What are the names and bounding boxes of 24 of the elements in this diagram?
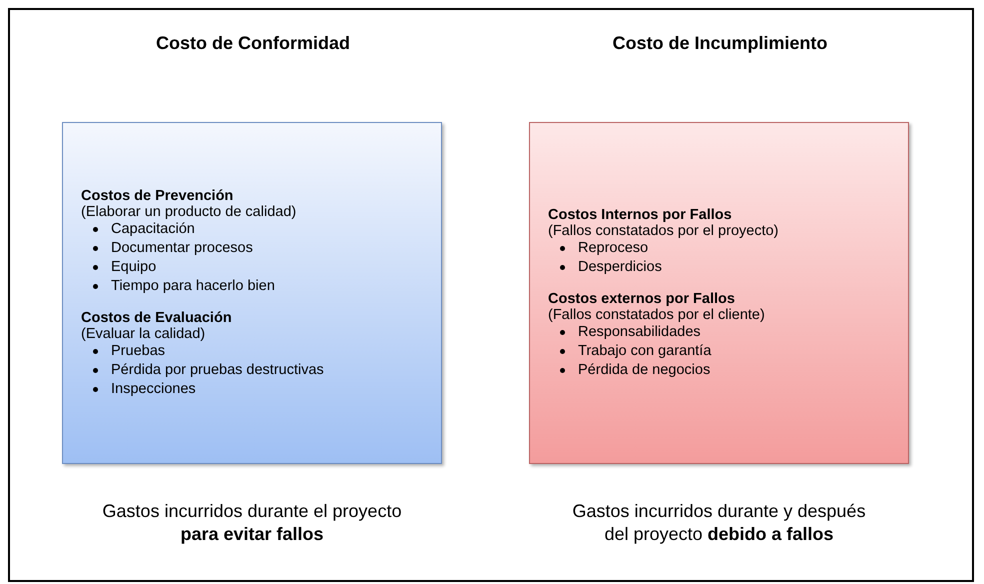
column-heading: Costo de Conformidad (155, 33, 351, 54)
description-text: Gastos incurridos durante y después del proyecto debido a fallos (571, 500, 867, 546)
list-item: Inspecciones (111, 380, 196, 398)
list-item: Documentar procesos (111, 238, 253, 258)
list-item: Equipo (111, 258, 156, 276)
list-item: Capacitación (111, 220, 195, 238)
list-item: Pérdida por pruebas destructivas (111, 360, 324, 380)
section-heading: Costos externos por Fallos (548, 290, 735, 306)
section-note: (Evaluar la calidad) (81, 326, 206, 342)
list-item: Trabajo con garantía (578, 342, 712, 360)
list-item: Tiempo para hacerlo bien (111, 276, 275, 296)
section-heading: Costos de Prevención (81, 188, 234, 204)
column-heading: Costo de Incumplimiento (611, 33, 828, 54)
section-note: (Fallos constatados por el cliente) (548, 306, 765, 322)
section-note: (Elaborar un producto de calidad) (81, 204, 296, 220)
list-item: Desperdicios (578, 258, 662, 276)
list-item: Pruebas (111, 342, 166, 360)
section-heading: Costos Internos por Fallos (548, 206, 732, 222)
section-heading: Costos de Evaluación (81, 310, 232, 326)
list-item: Responsabilidades (578, 322, 701, 342)
description-text: Gastos incurridos durante el proyecto para evitar fallos (102, 500, 402, 546)
list-item: Reproceso (578, 238, 648, 258)
section-note: (Fallos constatados por el proyecto) (548, 222, 778, 238)
list-item: Pérdida de negocios (578, 360, 710, 380)
